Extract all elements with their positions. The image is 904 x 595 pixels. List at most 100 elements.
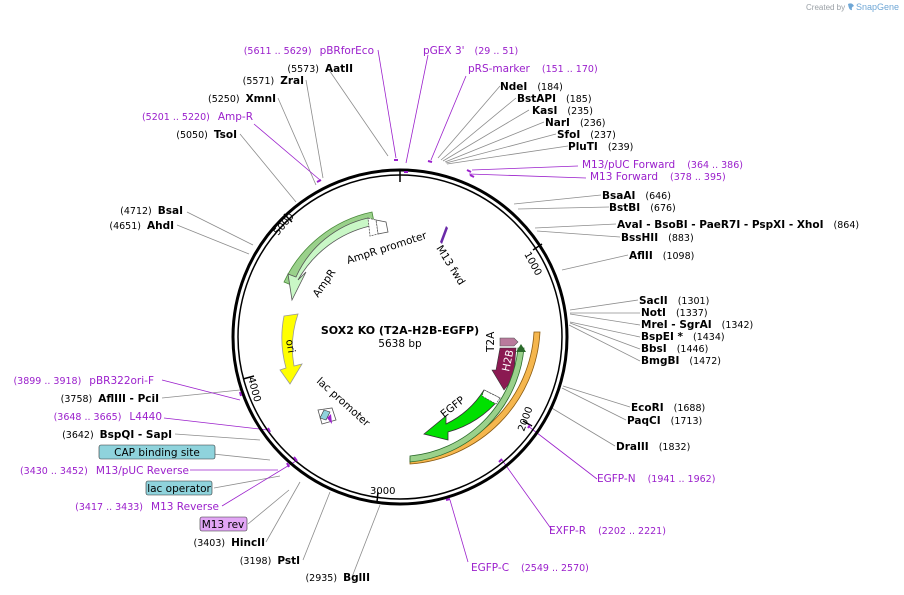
- svg-text:(5250)XmnI: (5250)XmnI: [208, 93, 276, 105]
- primer-pos: (364 .. 386): [687, 160, 743, 171]
- primer-pos: (3417 .. 3433): [75, 502, 143, 513]
- svg-text:NdeI(184): NdeI(184): [500, 81, 563, 93]
- primer-name: EGFP-C: [471, 562, 509, 574]
- enzyme-name: ZraI: [280, 75, 304, 87]
- plasmid-name: SOX2 KO (T2A-H2B-EGFP): [321, 324, 479, 337]
- enzyme-name: BstBI: [609, 202, 640, 214]
- enzyme-pos: (235): [567, 106, 593, 117]
- primer-name: M13 Forward: [590, 171, 658, 183]
- primer-name: L4440: [129, 411, 162, 423]
- m13-fwd-label: M13 fwd: [433, 243, 467, 287]
- svg-text:PaqCI(1713): PaqCI(1713): [627, 415, 702, 427]
- ampr-promoter-label: AmpR promoter: [345, 229, 429, 266]
- enzyme-pos: (3758): [61, 394, 93, 405]
- svg-text:(3430 .. 3452)M13/pUC Reverse: (3430 .. 3452)M13/pUC Reverse: [20, 465, 189, 477]
- enzyme-name: KasI: [532, 105, 557, 117]
- enzyme-pos: (1301): [678, 296, 710, 307]
- enzyme-pos: (4712): [120, 206, 152, 217]
- ori-label: ori: [283, 338, 297, 354]
- primer-pos: (29 .. 51): [475, 46, 519, 57]
- lac-operator-label: lac operator: [147, 483, 211, 495]
- enzyme-name: EcoRI: [631, 402, 664, 414]
- svg-text:(5050)TsoI: (5050)TsoI: [176, 129, 237, 141]
- enzyme-pos: (3403): [194, 538, 226, 549]
- svg-text:(2935)BglII: (2935)BglII: [305, 572, 370, 584]
- svg-text:KasI(235): KasI (235): [532, 105, 593, 117]
- primer-markers: [239, 159, 531, 501]
- m13-fwd-arrow: [440, 226, 448, 244]
- primer-pos: (2202 .. 2221): [598, 526, 666, 537]
- enzyme-pos: (1713): [671, 416, 703, 427]
- t2a-feature: [499, 337, 519, 347]
- svg-text:(5201 .. 5220)Amp-R: (5201 .. 5220)Amp-R: [142, 111, 253, 123]
- primer-name: EGFP-N: [597, 473, 636, 485]
- ampr-label: AmpR: [311, 267, 339, 300]
- svg-text:M13/pUC Forward(364 .. 386): M13/pUC Forward(364 .. 386): [582, 159, 743, 171]
- svg-text:SfoI(237): SfoI(237): [557, 129, 616, 141]
- enzyme-pos: (3198): [240, 556, 272, 567]
- svg-text:MreI - SgrAI(1342): MreI - SgrAI (1342): [641, 319, 753, 331]
- primer-pos: (5611 .. 5629): [244, 46, 312, 57]
- primer-pos: (3648 .. 3665): [54, 412, 122, 423]
- enzyme-pos: (237): [590, 130, 616, 141]
- enzyme-pos: (2935): [305, 573, 337, 584]
- enzyme-name: AvaI - BsoBI - PaeR7I - PspXI - XhoI: [617, 219, 824, 231]
- enzyme-name: PluTI: [568, 141, 598, 153]
- enzyme-name: AflII: [629, 250, 653, 262]
- svg-text:BbsI(1446): BbsI(1446): [641, 343, 708, 355]
- svg-text:BstBI(676): BstBI (676): [609, 202, 676, 214]
- enzyme-pos: (5573): [287, 64, 319, 75]
- enzyme-pos: (3642): [62, 430, 94, 441]
- enzyme-pos: (1342): [722, 320, 754, 331]
- svg-text:AflII(1098): AflII (1098): [629, 250, 694, 262]
- ori-feature: [279, 313, 303, 385]
- svg-text:(5611 .. 5629)pBRforEco: (5611 .. 5629) pBRforEco: [244, 45, 374, 57]
- svg-text:BmgBI(1472): BmgBI(1472): [641, 355, 721, 367]
- primer-name: EXFP-R: [549, 525, 586, 537]
- cap-binding-site-label: CAP binding site: [114, 447, 200, 459]
- enzyme-pos: (1434): [693, 332, 725, 343]
- enzyme-pos: (1832): [659, 442, 691, 453]
- enzyme-name: BspQI - SapI: [100, 429, 172, 441]
- svg-text:BssHII(883): BssHII (883): [621, 232, 694, 244]
- enzyme-name: BspEI *: [641, 331, 684, 343]
- primer-name: M13/pUC Reverse: [96, 465, 189, 477]
- svg-text:BstAPI(185): BstAPI(185): [517, 93, 592, 105]
- snapgene-logo-icon: [848, 3, 854, 11]
- enzyme-name: NarI: [545, 117, 570, 129]
- svg-text:DraIII(1832): DraIII (1832): [616, 441, 690, 453]
- enzyme-pos: (676): [650, 203, 676, 214]
- svg-text:(3648 .. 3665)L4440: (3648 .. 3665) L4440: [54, 411, 162, 423]
- svg-text:(4712)BsaI: (4712)BsaI: [120, 205, 183, 217]
- enzyme-pos: (1098): [663, 251, 695, 262]
- tick-marks: [242, 170, 543, 503]
- primer-name: pBRforEco: [320, 45, 374, 57]
- enzyme-name: TsoI: [214, 129, 237, 141]
- enzyme-pos: (883): [668, 233, 694, 244]
- egfp-arcs: [409, 331, 541, 465]
- enzyme-pos: (239): [608, 142, 634, 153]
- svg-text:pGEX 3'(29 .. 51): pGEX 3' (29 .. 51): [423, 45, 518, 57]
- m13-rev-box: [199, 516, 248, 532]
- enzyme-name: AflIII - PciI: [98, 393, 159, 405]
- primer-labels: (5611 .. 5629) pBRforEco pGEX 3' (29 .. 51…: [13, 45, 743, 574]
- primer-name: pGEX 3': [423, 45, 465, 57]
- svg-text:M13 Forward(378 .. 395): M13 Forward (378 .. 395): [590, 171, 726, 183]
- boxed-feature-labels: CAP binding site lac operator M13 rev: [98, 444, 248, 532]
- enzyme-name: DraIII: [616, 441, 649, 453]
- ampr-feature: [283, 211, 389, 302]
- primer-pos: (5201 .. 5220): [142, 112, 210, 123]
- enzyme-pos: (185): [566, 94, 592, 105]
- enzyme-name: MreI - SgrAI: [641, 319, 712, 331]
- primer-pos: (151 .. 170): [542, 64, 598, 75]
- lac-promoter-feature: [317, 407, 337, 425]
- enzyme-name: BssHII: [621, 232, 658, 244]
- enzyme-pos: (1472): [689, 356, 721, 367]
- svg-text:EGFP-N(1941 .. 1962): EGFP-N(1941 .. 1962): [597, 473, 715, 485]
- enzyme-pos: (1688): [674, 403, 706, 414]
- primer-pos: (378 .. 395): [670, 172, 726, 183]
- enzyme-name: PstI: [277, 555, 300, 567]
- svg-text:(5573)AatII: (5573)AatII: [287, 63, 353, 75]
- credit-created-by: Created by: [806, 3, 845, 12]
